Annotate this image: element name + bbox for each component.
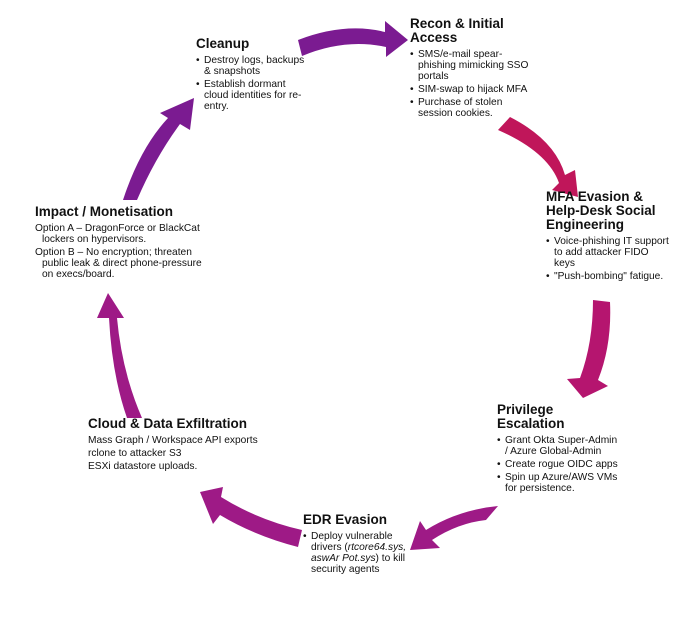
stage-title: MFA Evasion & Help-Desk Social Engineeri… [546,189,656,232]
bullet-item: Grant Okta Super-Admin / Azure Global-Ad… [497,435,622,457]
stage-edr-evasion: EDR Evasion Deploy vulnerable drivers (r… [303,513,423,577]
bullet-item: Destroy logs, backups & snapshots [196,55,306,77]
stage-bullets: Voice-phishing IT support to add attacke… [546,236,671,282]
stage-cloud-data-exfiltration: Cloud & Data Exfiltration Mass Graph / W… [88,417,268,474]
driver-names: rtcore64.sys, aswAr Pot.sys [311,542,407,564]
stage-mfa-evasion: MFA Evasion & Help-Desk Social Engineeri… [546,190,671,284]
stage-title: EDR Evasion [303,512,388,527]
stage-bullets: Grant Okta Super-Admin / Azure Global-Ad… [497,435,622,494]
line-item: rclone to attacker S3 [88,448,182,459]
line-item: Mass Graph / Workspace API exports [88,435,258,446]
stage-title: Privilege Escalation [497,402,565,431]
bullet-item: Purchase of stolen session cookies. [410,97,530,119]
stage-title: Impact / Monetisation [35,204,174,219]
line-item: Option A – DragonForce or BlackCat locke… [35,223,200,245]
arrow-priv-to-edr [410,506,498,550]
stage-cleanup: Cleanup Destroy logs, backups & snapshot… [196,37,306,114]
stage-title: Recon & Initial Access [410,16,504,45]
stage-bullets: Deploy vulnerable drivers (rtcore64.sys,… [303,531,423,575]
bullet-item: Spin up Azure/AWS VMs for persistence. [497,472,622,494]
line-item: Option B – No encryption; threaten publi… [35,247,202,280]
bullet-text: Deploy vulnerable drivers ( [311,531,393,553]
bullet-item: SIM-swap to hijack MFA [410,84,530,95]
arrow-edr-to-cloud [200,487,302,547]
arrow-cloud-to-impact [97,293,142,418]
arrow-mfa-to-priv [567,300,611,398]
stage-lines: Mass Graph / Workspace API exports rclon… [88,435,268,472]
bullet-item: Establish dormant cloud identities for r… [196,79,306,112]
bullet-text: ) to kill security agents [311,553,405,575]
stage-bullets: Destroy logs, backups & snapshots Establ… [196,55,306,112]
stage-bullets: SMS/e-mail spear-phishing mimicking SSO … [410,49,530,119]
stage-title: Cloud & Data Exfiltration [88,416,248,431]
stage-lines: Option A – DragonForce or BlackCat locke… [35,223,215,280]
bullet-item: Deploy vulnerable drivers (rtcore64.sys,… [303,531,423,575]
stage-privilege-escalation: Privilege Escalation Grant Okta Super-Ad… [497,403,622,496]
bullet-item: Create rogue OIDC apps [497,459,622,470]
stage-title: Cleanup [196,36,250,51]
line-item: ESXi datastore uploads. [88,461,198,472]
stage-recon-initial-access: Recon & Initial Access SMS/e-mail spear-… [410,17,530,121]
bullet-item: "Push-bombing" fatigue. [546,271,671,282]
stage-impact-monetisation: Impact / Monetisation Option A – DragonF… [35,205,215,282]
bullet-item: Voice-phishing IT support to add attacke… [546,236,671,269]
arrow-impact-to-cleanup [123,98,194,200]
arrow-recon-to-mfa [498,117,578,197]
arrow-cleanup-to-recon [298,21,408,57]
bullet-item: SMS/e-mail spear-phishing mimicking SSO … [410,49,530,82]
